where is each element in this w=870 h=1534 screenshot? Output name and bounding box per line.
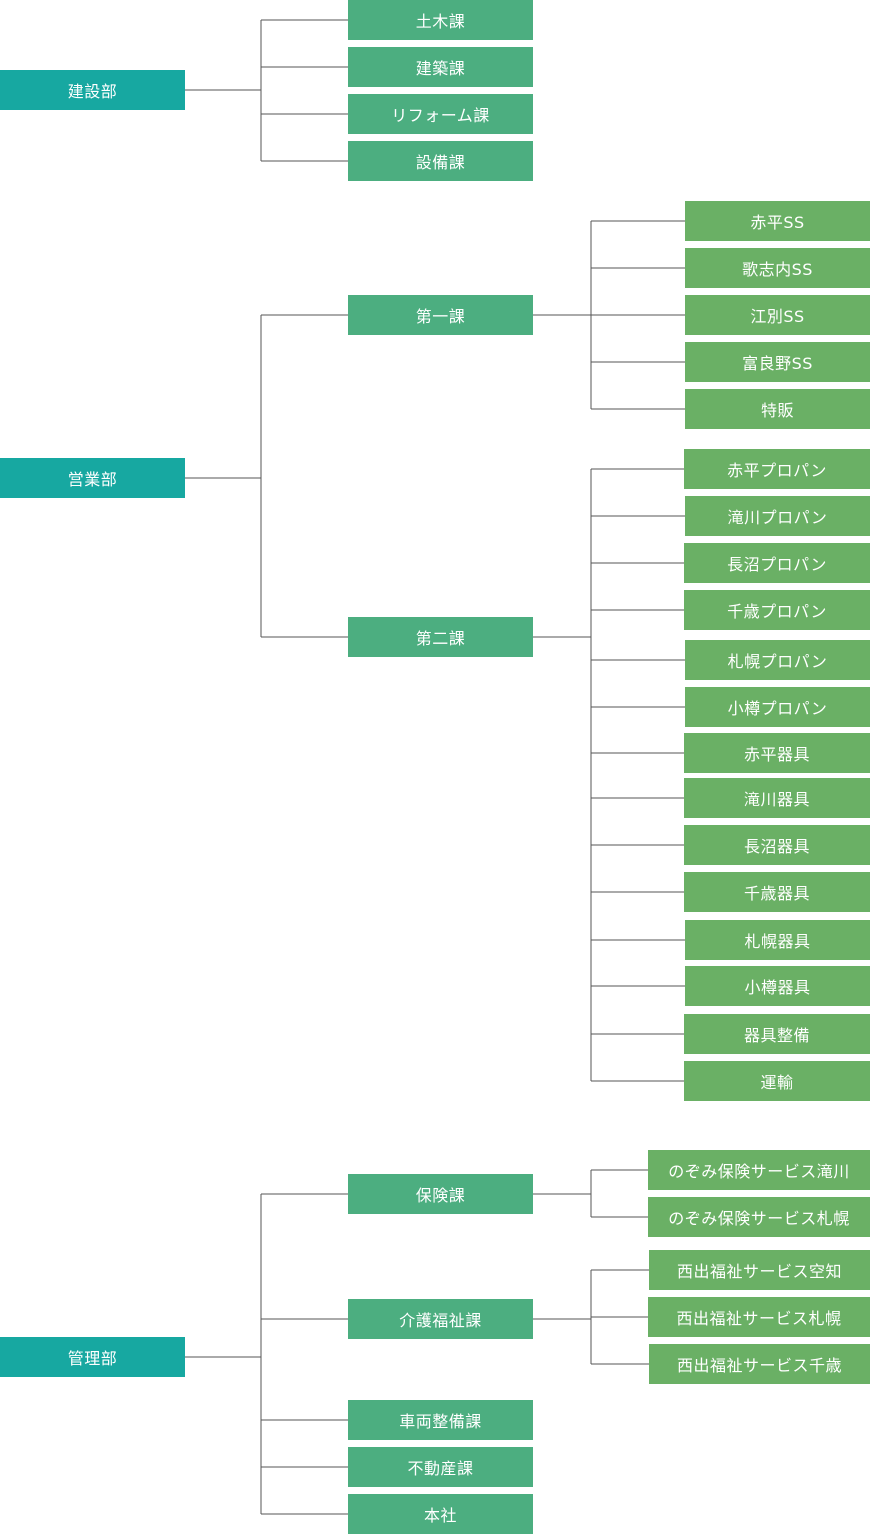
section-box: 不動産課 bbox=[348, 1447, 533, 1487]
section-box: 介護福祉課 bbox=[348, 1299, 533, 1339]
unit-box: 赤平プロパン bbox=[684, 449, 870, 489]
unit-box: 特販 bbox=[685, 389, 870, 429]
section-box: 建築課 bbox=[348, 47, 533, 87]
section-box: 保険課 bbox=[348, 1174, 533, 1214]
unit-box: 千歳プロパン bbox=[684, 590, 870, 630]
section-box: 車両整備課 bbox=[348, 1400, 533, 1440]
unit-box: 赤平器具 bbox=[684, 733, 870, 773]
unit-box: 運輸 bbox=[684, 1061, 870, 1101]
unit-box: 江別SS bbox=[685, 295, 870, 335]
unit-box: 札幌プロパン bbox=[685, 640, 870, 680]
unit-box: のぞみ保険サービス滝川 bbox=[648, 1150, 870, 1190]
unit-box: 小樽器具 bbox=[685, 966, 870, 1006]
unit-box: 西出福祉サービス千歳 bbox=[649, 1344, 870, 1384]
unit-box: 歌志内SS bbox=[685, 248, 870, 288]
unit-box: 長沼プロパン bbox=[684, 543, 870, 583]
department-box: 営業部 bbox=[0, 458, 185, 498]
unit-box: 千歳器具 bbox=[684, 872, 870, 912]
unit-box: 赤平SS bbox=[685, 201, 870, 241]
unit-box: 小樽プロパン bbox=[685, 687, 870, 727]
section-box: 土木課 bbox=[348, 0, 533, 40]
section-box: 第二課 bbox=[348, 617, 533, 657]
department-box: 管理部 bbox=[0, 1337, 185, 1377]
unit-box: 富良野SS bbox=[685, 342, 870, 382]
unit-box: 西出福祉サービス空知 bbox=[649, 1250, 870, 1290]
unit-box: 滝川器具 bbox=[684, 778, 870, 818]
unit-box: 器具整備 bbox=[684, 1014, 870, 1054]
section-box: 本社 bbox=[348, 1494, 533, 1534]
unit-box: 長沼器具 bbox=[684, 825, 870, 865]
unit-box: 滝川プロパン bbox=[685, 496, 870, 536]
section-box: 第一課 bbox=[348, 295, 533, 335]
department-box: 建設部 bbox=[0, 70, 185, 110]
unit-box: 西出福祉サービス札幌 bbox=[648, 1297, 870, 1337]
unit-box: のぞみ保険サービス札幌 bbox=[648, 1197, 870, 1237]
unit-box: 札幌器具 bbox=[685, 920, 870, 960]
section-box: リフォーム課 bbox=[348, 94, 533, 134]
section-box: 設備課 bbox=[348, 141, 533, 181]
